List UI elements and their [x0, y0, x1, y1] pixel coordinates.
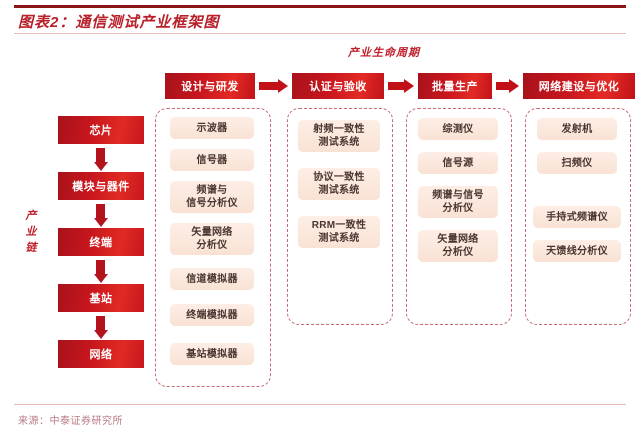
arrow-shaft: [496, 82, 509, 90]
arrow-head: [94, 162, 108, 171]
arrow-head: [94, 274, 108, 283]
design-rnd-column-item-1[interactable]: 信号器: [170, 149, 254, 171]
mass-production-column-item-2[interactable]: 频谱与信号 分析仪: [418, 186, 498, 218]
title-top-rule: [14, 5, 626, 8]
arrow-head: [94, 330, 108, 339]
arrow-head: [404, 79, 414, 93]
lifecycle-stage-2[interactable]: 批量生产: [418, 73, 492, 99]
chain-node-2[interactable]: 终端: [58, 228, 144, 256]
arrow-head: [278, 79, 288, 93]
network-build-column-item-2[interactable]: 手持式频谱仪: [533, 206, 621, 228]
chain-arrow-down-icon-2: [94, 260, 108, 283]
design-rnd-column-item-0[interactable]: 示波器: [170, 117, 254, 139]
certification-column-item-1[interactable]: 协议一致性 测试系统: [298, 168, 380, 200]
lifecycle-stage-3[interactable]: 网络建设与优化: [523, 73, 635, 99]
page-title: 图表2：通信测试产业框架图: [18, 14, 220, 31]
chain-arrow-down-icon-1: [94, 204, 108, 227]
lifecycle-stage-1[interactable]: 认证与验收: [292, 73, 384, 99]
lifecycle-arrow-right-icon-1: [388, 79, 414, 93]
arrow-shaft: [96, 316, 105, 330]
chain-node-1[interactable]: 模块与器件: [58, 172, 144, 200]
footer-rule: [14, 404, 626, 405]
arrow-head: [509, 79, 519, 93]
arrow-head: [94, 218, 108, 227]
lifecycle-caption: 产业生命周期: [348, 47, 420, 59]
title-bottom-rule: [14, 33, 626, 34]
design-rnd-column-item-3[interactable]: 矢量网络 分析仪: [170, 223, 254, 255]
chain-node-0[interactable]: 芯片: [58, 116, 144, 144]
chain-arrow-down-icon-0: [94, 148, 108, 171]
network-build-column-item-0[interactable]: 发射机: [537, 118, 617, 140]
lifecycle-arrow-right-icon-0: [259, 79, 288, 93]
arrow-shaft: [96, 148, 105, 162]
arrow-shaft: [96, 204, 105, 218]
chain-node-3[interactable]: 基站: [58, 284, 144, 312]
source-note: 来源：中泰证券研究所: [18, 416, 123, 427]
chain-node-4[interactable]: 网络: [58, 340, 144, 368]
mass-production-column-item-0[interactable]: 综测仪: [418, 118, 498, 140]
network-build-column-item-3[interactable]: 天馈线分析仪: [533, 240, 621, 262]
certification-column-item-0[interactable]: 射频一致性 测试系统: [298, 120, 380, 152]
value-chain-caption-char-2: 链: [25, 242, 37, 254]
arrow-shaft: [259, 82, 278, 90]
design-rnd-column-item-5[interactable]: 终端模拟器: [170, 304, 254, 326]
network-build-column-item-1[interactable]: 扫频仪: [537, 152, 617, 174]
design-rnd-column-item-6[interactable]: 基站模拟器: [170, 343, 254, 365]
value-chain-caption: 产业链: [22, 208, 40, 256]
value-chain-caption-char-0: 产: [25, 210, 37, 222]
design-rnd-column-item-2[interactable]: 频谱与 信号分析仪: [170, 181, 254, 213]
lifecycle-arrow-right-icon-2: [496, 79, 519, 93]
value-chain-caption-char-1: 业: [25, 226, 37, 238]
certification-column-item-2[interactable]: RRM一致性 测试系统: [298, 216, 380, 248]
arrow-shaft: [388, 82, 404, 90]
mass-production-column-item-1[interactable]: 信号源: [418, 152, 498, 174]
lifecycle-stage-0[interactable]: 设计与研发: [165, 73, 255, 99]
mass-production-column-item-3[interactable]: 矢量网络 分析仪: [418, 230, 498, 262]
chain-arrow-down-icon-3: [94, 316, 108, 339]
arrow-shaft: [96, 260, 105, 274]
design-rnd-column-item-4[interactable]: 信道模拟器: [170, 268, 254, 290]
